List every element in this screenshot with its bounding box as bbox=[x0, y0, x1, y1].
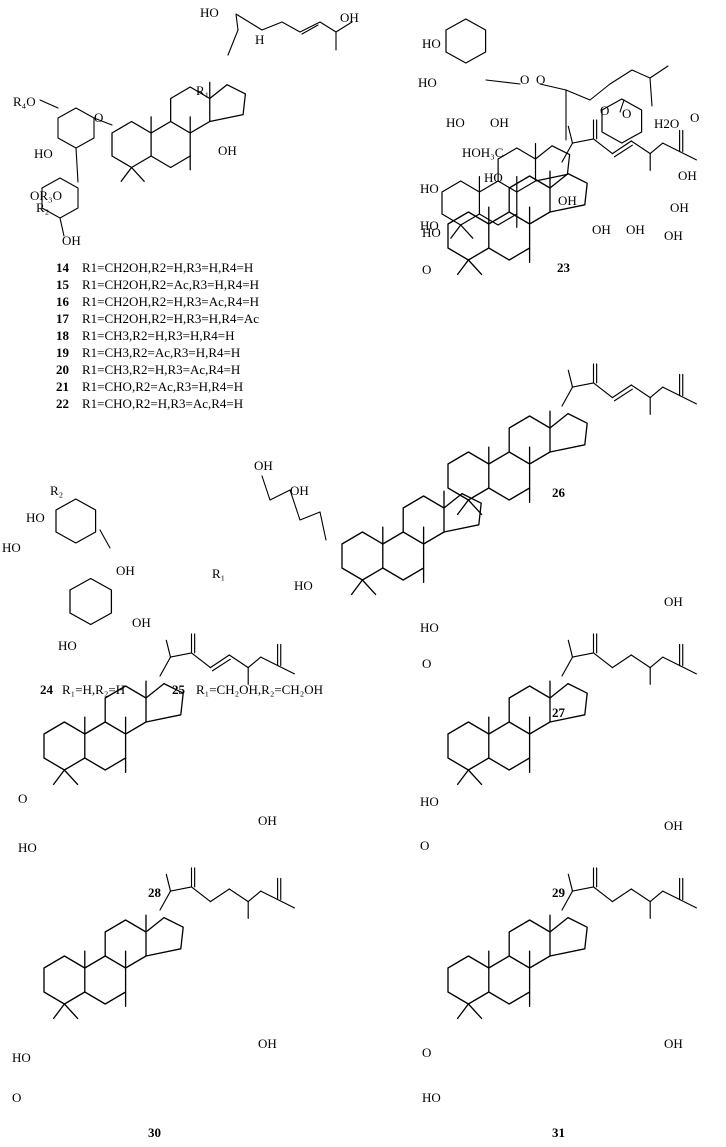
atom-label: OH bbox=[664, 818, 683, 833]
atom-label: OH bbox=[116, 563, 135, 578]
atom-label: O bbox=[422, 656, 431, 671]
atom-label: OH bbox=[62, 233, 81, 248]
legend-text: R1=CH2OH,R2=H,R3=H,R4=H bbox=[82, 260, 253, 275]
atom-label: HO bbox=[26, 510, 45, 525]
atom-label: O bbox=[94, 110, 103, 125]
compound-number: 17 bbox=[56, 311, 70, 326]
atom-label: HO bbox=[484, 170, 503, 185]
compound-number: 18 bbox=[56, 328, 70, 343]
atom-label: HO bbox=[2, 540, 21, 555]
atom-label: HO bbox=[422, 36, 441, 51]
legend-text: R1=CHO,R2=Ac,R3=H,R4=H bbox=[82, 379, 243, 394]
atom-label: R₂ bbox=[36, 200, 49, 215]
atom-label: OH bbox=[678, 168, 697, 183]
compound-number: 23 bbox=[557, 260, 571, 275]
compound-number: 22 bbox=[56, 396, 69, 411]
atom-label: OH bbox=[132, 615, 151, 630]
structure-23 bbox=[441, 18, 669, 239]
atom-label: O bbox=[600, 103, 609, 118]
atom-label: OH bbox=[290, 483, 309, 498]
legend-text: R1=CH3,R2=H,R3=H,R4=H bbox=[82, 328, 234, 343]
compound-number: 27 bbox=[552, 705, 566, 720]
atom-label: HO bbox=[446, 115, 465, 130]
atom-label: HOH₃C bbox=[462, 145, 503, 160]
structure-29 bbox=[447, 633, 697, 786]
compound-number: 14 bbox=[56, 260, 70, 275]
structure-30 bbox=[43, 867, 295, 1020]
atom-label: HO bbox=[200, 5, 219, 20]
atom-label: O bbox=[420, 838, 429, 853]
atom-label: OH bbox=[626, 222, 645, 237]
atom-label: HO bbox=[420, 218, 439, 233]
atom-label: HO bbox=[58, 638, 77, 653]
atom-label: R₂ bbox=[50, 483, 63, 498]
atom-label: OH bbox=[558, 193, 577, 208]
legend-text: R1=CH2OH,R2=H,R3=H,R4=Ac bbox=[82, 311, 259, 326]
legend-text: R₁=H,R₂=H bbox=[62, 682, 125, 697]
structure-27 bbox=[447, 363, 697, 516]
atom-label: OH bbox=[664, 1036, 683, 1051]
atom-label: HO bbox=[420, 794, 439, 809]
atom-label: HO bbox=[422, 225, 441, 240]
atom-label: OH bbox=[254, 458, 273, 473]
atom-label: OH bbox=[670, 200, 689, 215]
atom-label: HO bbox=[18, 840, 37, 855]
compound-number: 28 bbox=[148, 885, 162, 900]
atom-label: HO bbox=[12, 1050, 31, 1065]
atom-label: HO bbox=[34, 146, 53, 161]
atom-label: OR₃O bbox=[30, 188, 62, 203]
compound-number: 31 bbox=[552, 1125, 565, 1140]
atom-label: OH bbox=[258, 813, 277, 828]
compound-number: 30 bbox=[148, 1125, 161, 1140]
atom-label: HO bbox=[418, 75, 437, 90]
atom-label: OH bbox=[664, 594, 683, 609]
structure-31 bbox=[447, 867, 697, 1020]
atom-label: OH bbox=[490, 115, 509, 130]
atom-label: O bbox=[520, 72, 529, 87]
compound-number: 21 bbox=[56, 379, 69, 394]
compound-number: 24 bbox=[40, 682, 54, 697]
structure-28 bbox=[43, 633, 295, 786]
legend-text: R1=CH2OH,R2=H,R3=Ac,R4=H bbox=[82, 294, 259, 309]
atom-label: OH bbox=[664, 228, 683, 243]
atom-label: HO bbox=[420, 620, 439, 635]
atom-label: R₁ bbox=[212, 566, 225, 581]
atom-label: O bbox=[690, 110, 699, 125]
atom-label: O bbox=[422, 1045, 431, 1060]
atom-label: O bbox=[18, 791, 27, 806]
compound-number: 29 bbox=[552, 885, 566, 900]
atom-label: R₄O bbox=[13, 94, 36, 109]
atom-label: HO bbox=[422, 1090, 441, 1105]
compound-number: 20 bbox=[56, 362, 69, 377]
atom-label: O bbox=[422, 262, 431, 277]
structure-14-22 bbox=[39, 13, 353, 237]
atom-label: H2O bbox=[654, 116, 679, 131]
atom-label: OH bbox=[218, 143, 237, 158]
legend-24-25: 24 R₁=H,R₂=H 25 R₁=CH₂OH,R₂=CH₂OH bbox=[40, 682, 323, 697]
compound-number: 26 bbox=[552, 485, 566, 500]
legend-text: R₁=CH₂OH,R₂=CH₂OH bbox=[196, 682, 323, 697]
legend-text: R1=CH3,R2=H,R3=Ac,R4=H bbox=[82, 362, 240, 377]
atom-label: OH bbox=[340, 10, 359, 25]
atom-label: HO bbox=[420, 181, 439, 196]
atom-label: R₁ bbox=[196, 83, 209, 98]
legend-text: R1=CH2OH,R2=Ac,R3=H,R4=H bbox=[82, 277, 259, 292]
legend-text: R1=CH3,R2=Ac,R3=H,R4=H bbox=[82, 345, 240, 360]
atom-label: H bbox=[255, 32, 264, 47]
compound-number: 15 bbox=[56, 277, 70, 292]
atom-label: O bbox=[536, 72, 545, 87]
structure-24-25 bbox=[55, 475, 482, 626]
atom-label: HO bbox=[294, 578, 313, 593]
compound-number: 19 bbox=[56, 345, 70, 360]
legend-text: R1=CHO,R2=H,R3=Ac,R4=H bbox=[82, 396, 243, 411]
atom-label: O bbox=[12, 1090, 21, 1105]
compound-number: 16 bbox=[56, 294, 70, 309]
atom-label: OH bbox=[592, 222, 611, 237]
atom-label: O bbox=[622, 106, 631, 121]
legend-14-22: 14 R1=CH2OH,R2=H,R3=H,R4=H 15 R1=CH2OH,R… bbox=[56, 260, 259, 411]
atom-label: OH bbox=[258, 1036, 277, 1051]
